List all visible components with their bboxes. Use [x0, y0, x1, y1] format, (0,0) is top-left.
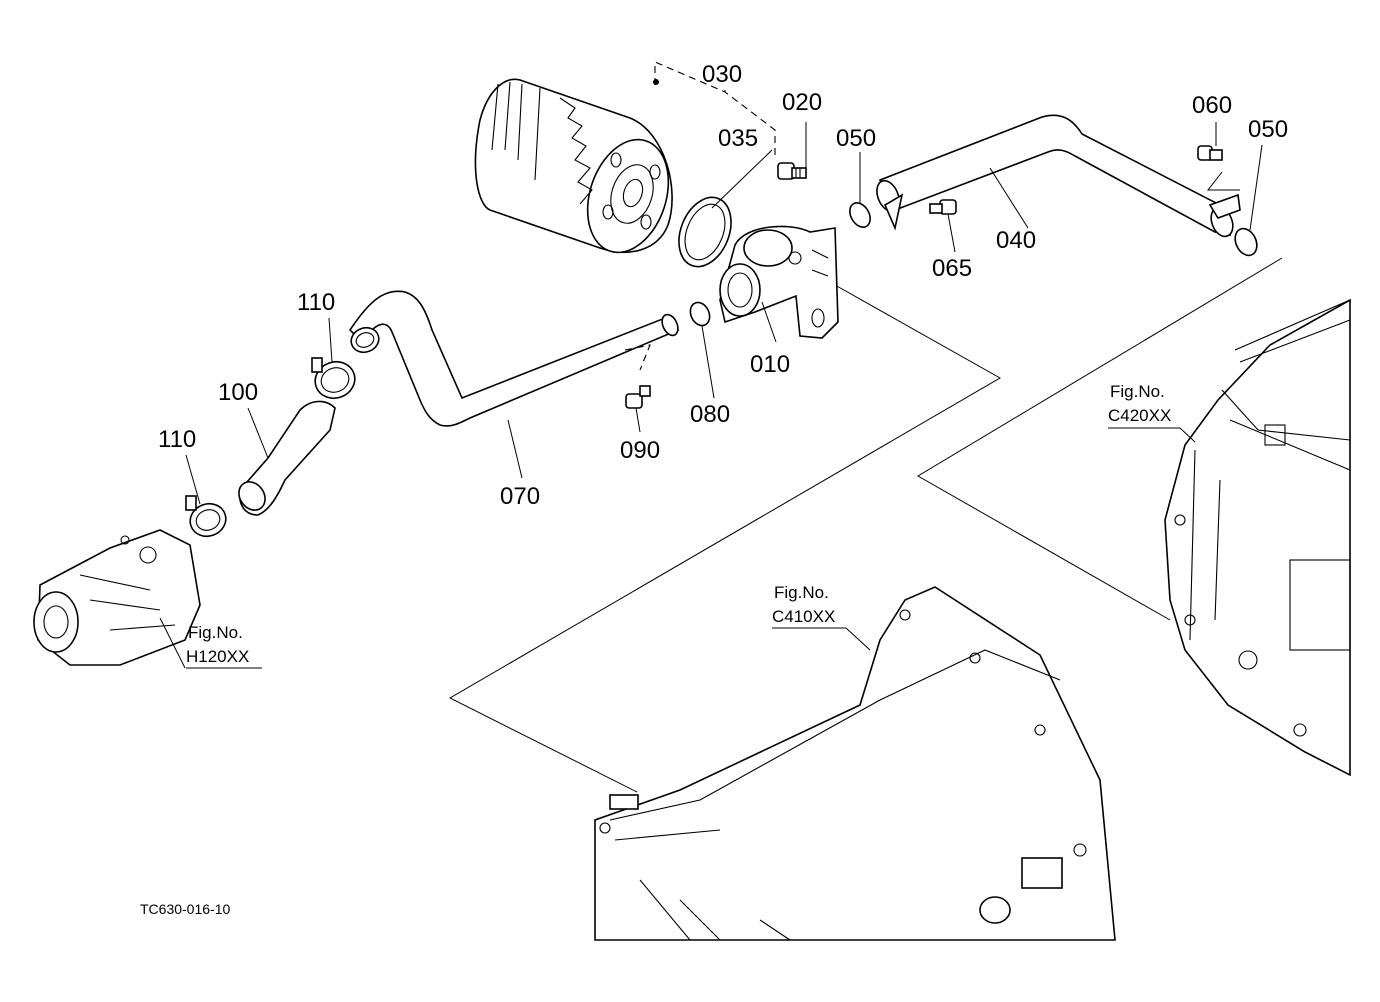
assembly-lines — [448, 257, 1283, 793]
gasket[interactable] — [669, 190, 740, 275]
hose-clamp[interactable] — [185, 495, 231, 541]
pipe[interactable] — [348, 290, 681, 427]
figure-reference-code: C410XX — [772, 607, 835, 626]
bolt[interactable] — [777, 162, 807, 180]
part-label-110-upper: 110 — [297, 289, 335, 316]
transmission-case-c420 — [1164, 298, 1351, 777]
part-label-090: 090 — [620, 437, 660, 464]
bolt[interactable] — [1197, 145, 1240, 191]
part-label-050-right: 050 — [1248, 116, 1288, 143]
part-label-010: 010 — [750, 351, 790, 378]
figure-reference-c410[interactable]: Fig.No. C410XX — [772, 583, 835, 626]
drawing-code: TC630-016-10 — [140, 901, 230, 917]
part-label-110-lower: 110 — [158, 426, 196, 453]
part-label-060: 060 — [1192, 92, 1232, 119]
part-labels: 030 020 035 050 060 050 040 065 110 010 … — [158, 61, 1288, 510]
filter-head[interactable] — [719, 225, 839, 339]
hose[interactable] — [234, 400, 336, 516]
figure-reference-h120[interactable]: Fig.No. H120XX — [186, 623, 249, 666]
o-ring[interactable] — [846, 199, 875, 231]
reference-dot — [653, 79, 659, 85]
o-ring[interactable] — [1231, 225, 1261, 259]
oil-filter-cartridge[interactable] — [474, 78, 682, 263]
o-ring[interactable] — [687, 299, 713, 328]
part-label-040: 040 — [996, 227, 1036, 254]
part-label-035: 035 — [718, 125, 758, 152]
part-label-080: 080 — [690, 401, 730, 428]
figure-reference-label: Fig.No. — [774, 583, 829, 602]
figure-reference-label: Fig.No. — [188, 623, 243, 642]
part-label-065: 065 — [932, 255, 972, 282]
figure-reference-code: H120XX — [186, 647, 249, 666]
pipe[interactable] — [873, 114, 1241, 239]
figure-reference-code: C420XX — [1108, 406, 1171, 425]
bolt[interactable] — [625, 385, 651, 409]
figure-reference-c420[interactable]: Fig.No. C420XX — [1108, 382, 1171, 425]
figure-reference-label: Fig.No. — [1110, 382, 1165, 401]
hose-clamp[interactable] — [310, 356, 360, 404]
part-label-020: 020 — [782, 89, 822, 116]
part-label-100: 100 — [218, 379, 258, 406]
part-label-050-left: 050 — [836, 125, 876, 152]
leader-lines — [159, 122, 1263, 669]
part-label-070: 070 — [500, 483, 540, 510]
hydraulic-pump — [33, 529, 201, 666]
part-label-030: 030 — [702, 61, 742, 88]
bolt[interactable] — [929, 199, 957, 215]
transmission-case-c410 — [594, 586, 1116, 941]
